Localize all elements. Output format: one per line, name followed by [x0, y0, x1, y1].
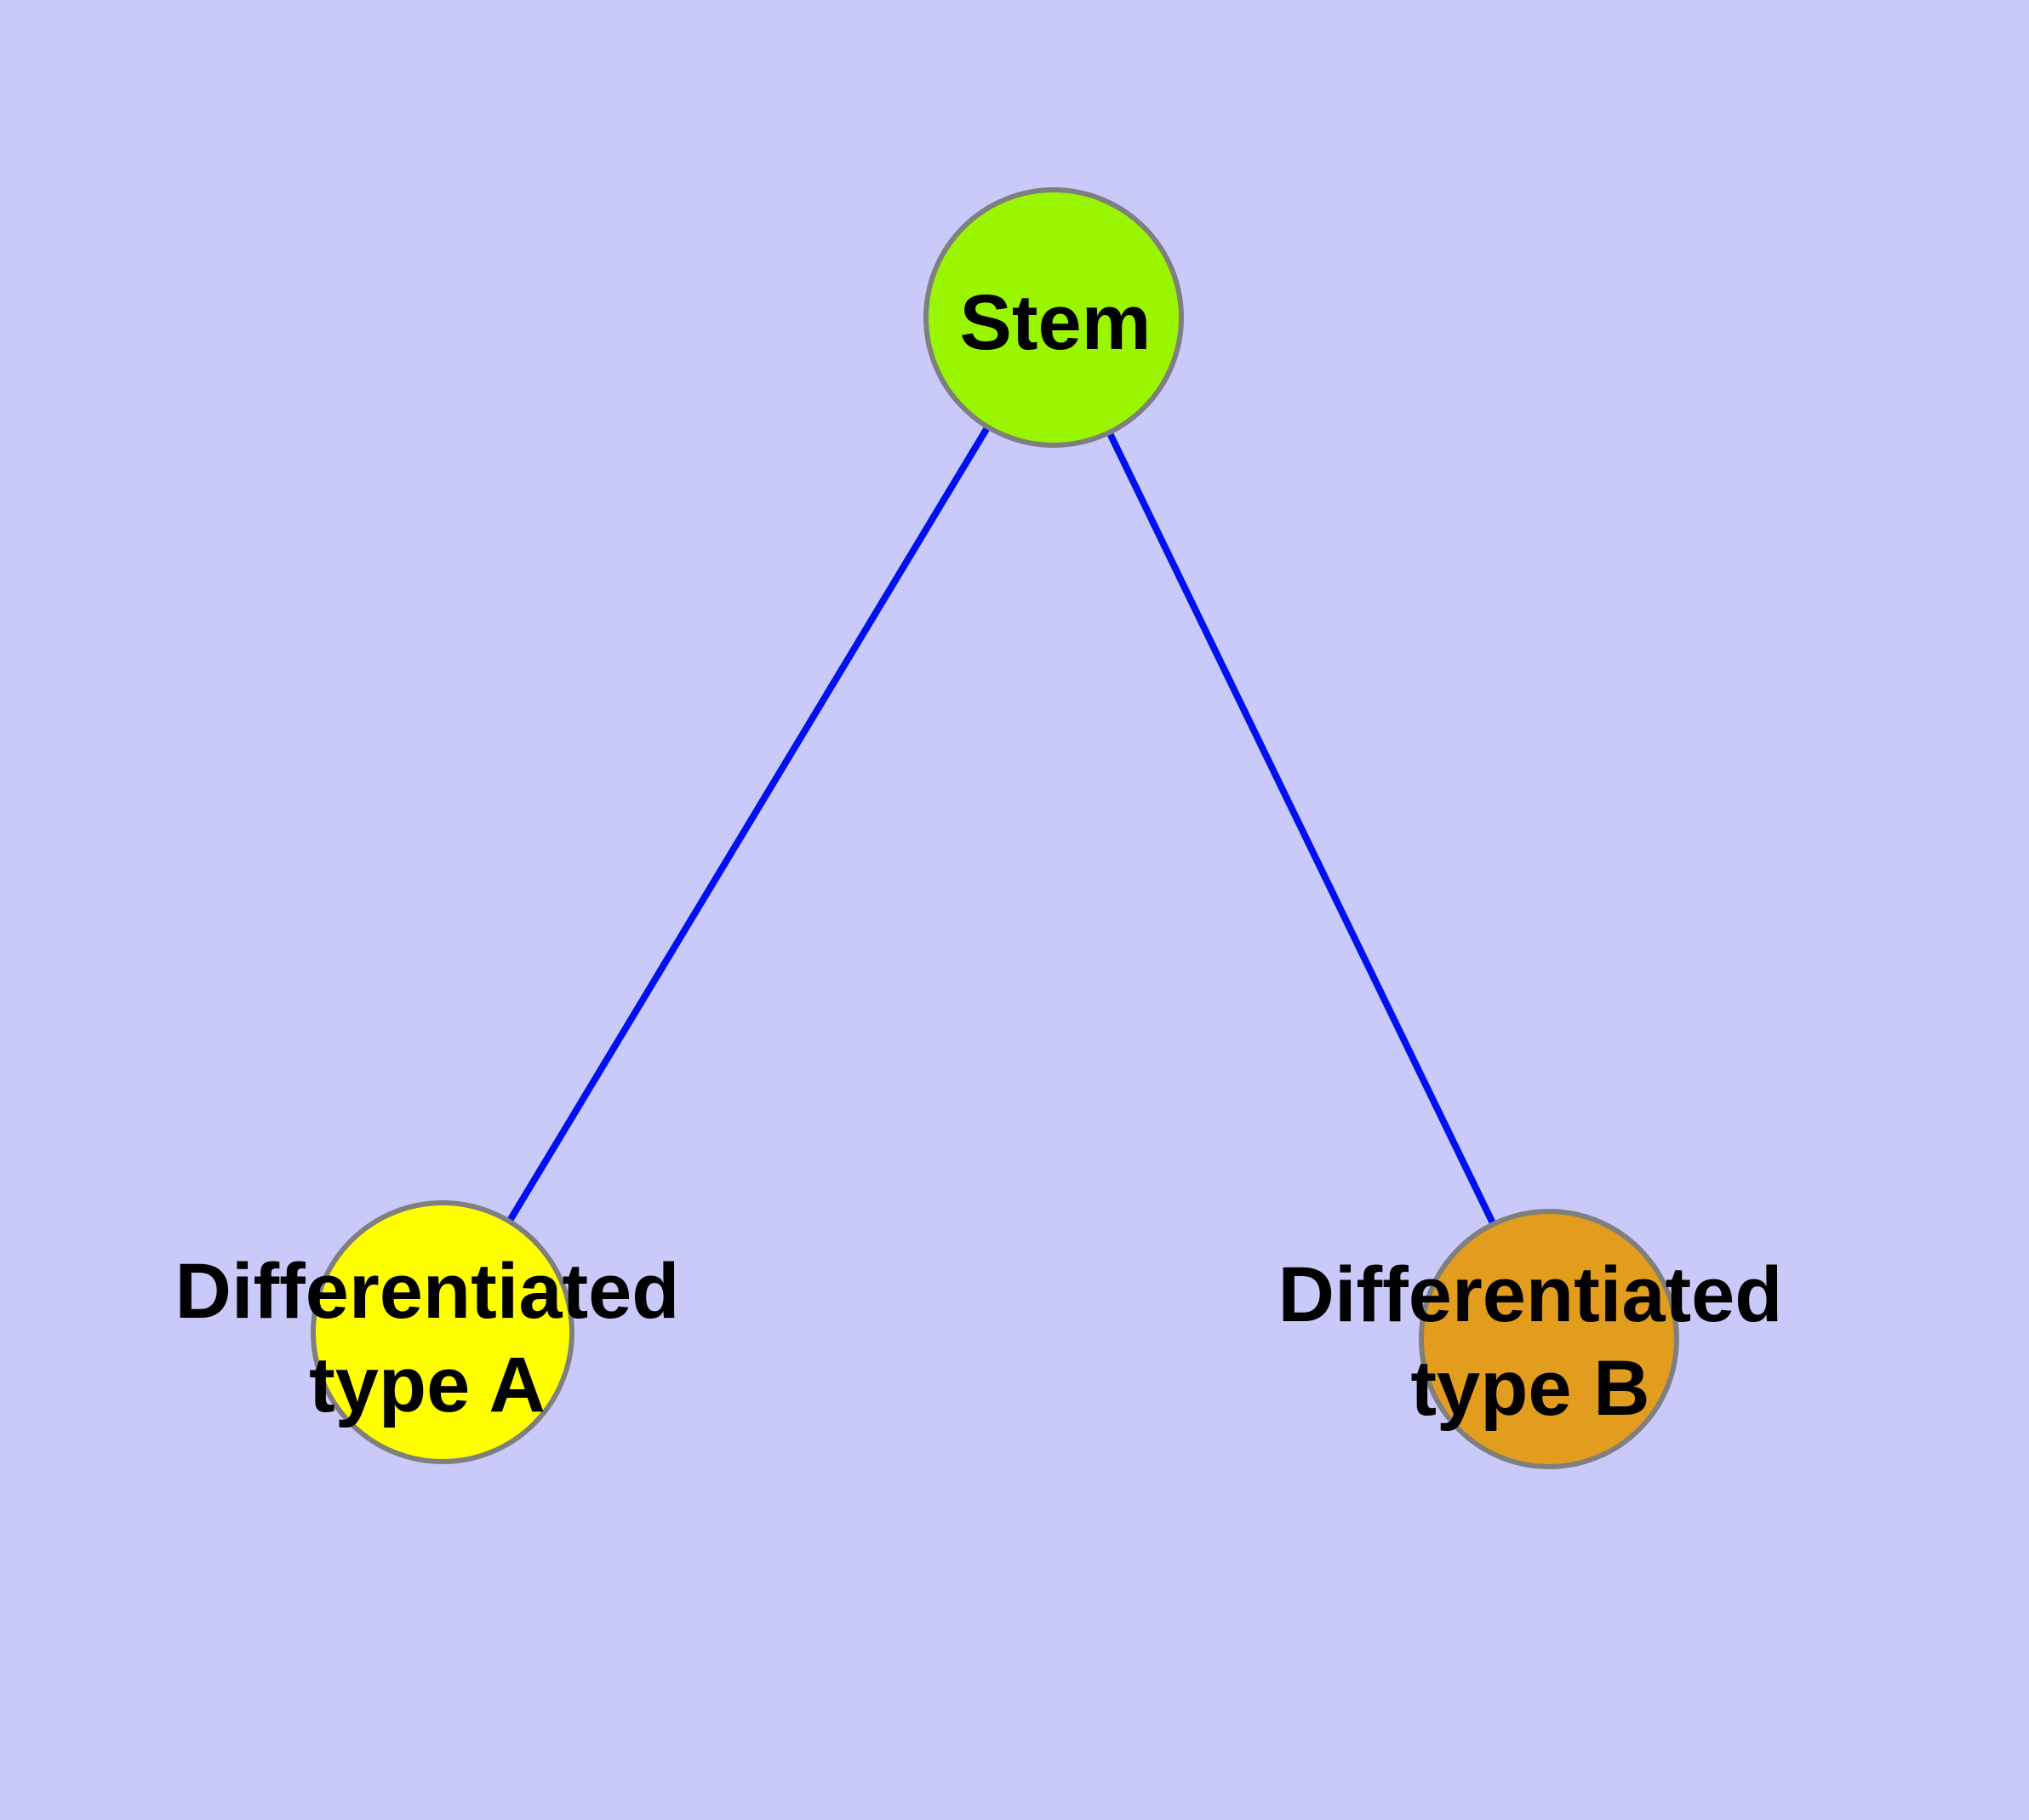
node-differentiated-type-b-label-line1: Differentiated — [1278, 1251, 1783, 1338]
node-differentiated-type-b-label-line2: type B — [1410, 1345, 1649, 1432]
node-differentiated-type-a-label-line2: type A — [309, 1342, 546, 1428]
node-differentiated-type-a-label-line1: Differentiated — [175, 1248, 680, 1335]
node-stem-label: Stem — [960, 279, 1152, 366]
node-differentiated-type-b-circle — [1419, 1209, 1679, 1469]
edge-stem-to-type-b — [1050, 316, 1552, 1341]
node-differentiated-type-a-circle — [311, 1200, 574, 1464]
node-stem: Stem — [923, 187, 1184, 448]
node-differentiated-type-b: Differentiated type B — [1278, 1209, 1783, 1469]
edge-stem-to-type-a — [439, 315, 1057, 1335]
node-stem-circle — [923, 187, 1184, 448]
node-differentiated-type-a: Differentiated type A — [175, 1200, 680, 1464]
